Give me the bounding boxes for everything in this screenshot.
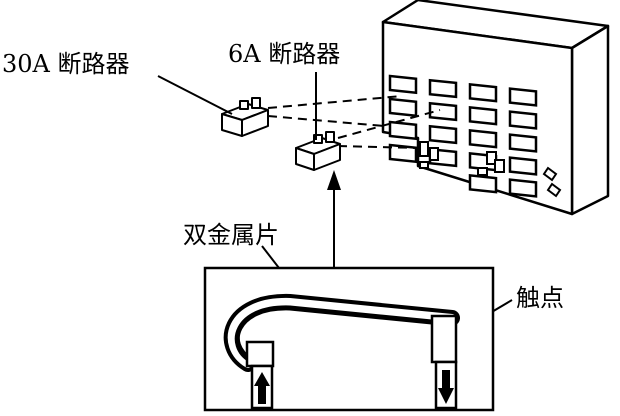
label-contact: 触点 bbox=[516, 284, 564, 312]
dashed-connector-lines bbox=[267, 95, 441, 149]
label-30a-breaker: 30A 断路器 bbox=[2, 50, 130, 78]
left-contact-post bbox=[245, 340, 275, 410]
panel-small-parts bbox=[419, 141, 562, 198]
right-contact-post bbox=[430, 314, 458, 410]
breaker-30a-icon bbox=[221, 97, 269, 137]
bimetal-strip bbox=[223, 293, 460, 372]
label-bimetal-strip: 双金属片 bbox=[183, 221, 279, 249]
up-arrow-to-breaker bbox=[327, 170, 341, 268]
label-6a-breaker: 6A 断路器 bbox=[228, 40, 341, 68]
breaker-6a-icon bbox=[295, 131, 341, 171]
